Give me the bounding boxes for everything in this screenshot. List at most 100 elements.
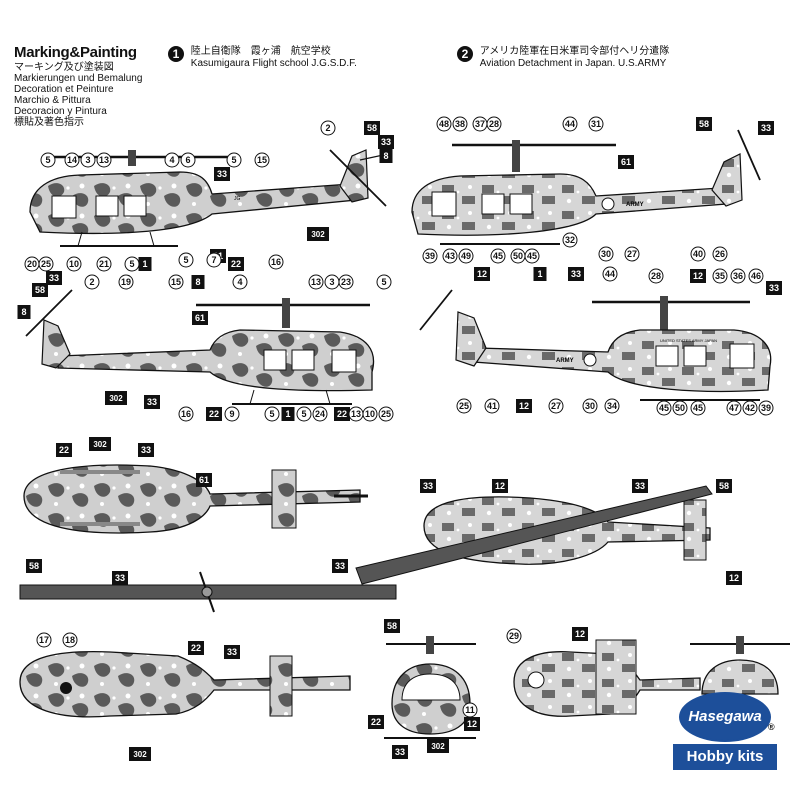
callout-label: 13 (99, 155, 109, 165)
callout-label: 25 (41, 259, 51, 269)
callout-bottom-view-2-1: 12 (572, 627, 588, 641)
subtitle-french: Decoration et Peinture (14, 84, 114, 95)
callout-label: 7 (211, 255, 216, 265)
helicopter-top-view-1 (23, 464, 368, 534)
callout-s1-left-5: 14 (64, 152, 80, 168)
logo-hobby-kits: Hobby kits (673, 744, 777, 770)
callout-label: 5 (231, 155, 236, 165)
callout-label: 58 (367, 123, 377, 133)
callout-s1-left-2: 33 (378, 135, 394, 149)
callout-label: 12 (467, 719, 477, 729)
callout-bottom-view-1-2: 22 (188, 641, 204, 655)
callout-s2-right-11: 41 (484, 398, 500, 414)
callout-front-view-1-4: 12 (464, 717, 480, 731)
callout-label: 17 (39, 635, 49, 645)
callout-top-view-2-0: 33 (420, 479, 436, 493)
callout-s1-left-9: 6 (180, 152, 196, 168)
callout-s2-left-6: 58 (696, 117, 712, 131)
callout-label: 27 (627, 249, 637, 259)
callout-label: 302 (109, 394, 123, 403)
callout-label: 12 (729, 573, 739, 583)
scheme-1-number: 1 (168, 46, 184, 62)
callout-label: 33 (395, 747, 405, 757)
callout-label: 22 (191, 643, 201, 653)
subtitle-chinese: 標貼及著色指示 (14, 117, 84, 128)
callout-label: 11 (465, 705, 475, 715)
callout-label: 22 (371, 717, 381, 727)
decal-army-2: ARMY (556, 358, 574, 364)
helicopter-bottom-view-1 (19, 651, 351, 718)
callout-s2-right-3: 44 (602, 266, 618, 282)
callout-label: 21 (99, 259, 109, 269)
callout-label: 50 (513, 251, 523, 261)
rotor-blade-strip (19, 571, 397, 613)
helicopter-front-view-1 (384, 636, 476, 739)
callout-label: 20 (27, 259, 37, 269)
callout-label: 61 (199, 475, 209, 485)
callout-label: 45 (493, 251, 503, 261)
callout-s1-right-3: 2 (84, 274, 100, 290)
callout-label: 24 (315, 409, 325, 419)
callout-s1-right-17: 9 (224, 406, 240, 422)
callout-s1-right-10: 23 (338, 274, 354, 290)
helicopter-side-view-2-right: ARMY UNITED STATES ARMY JAPAN (419, 289, 772, 401)
callout-label: 12 (477, 269, 487, 279)
callout-label: 33 (141, 445, 151, 455)
logo-brand: Hasegawa (679, 692, 771, 742)
callout-s1-left-12: 33 (214, 167, 230, 181)
callout-top-view-1-2: 33 (138, 443, 154, 457)
callout-s1-left-18: 25 (38, 256, 54, 272)
callout-label: 6 (185, 155, 190, 165)
helicopter-side-view-1-right (25, 289, 375, 405)
callout-label: 32 (565, 235, 575, 245)
callout-label: 13 (311, 277, 321, 287)
helicopter-bottom-view-2 (513, 639, 701, 717)
callout-label: 33 (423, 481, 433, 491)
callout-s2-left-15: 32 (562, 232, 578, 248)
callout-s2-left-1: 38 (452, 116, 468, 132)
callout-label: 5 (45, 155, 50, 165)
callout-label: 36 (733, 271, 743, 281)
callout-s1-right-11: 5 (376, 274, 392, 290)
callout-s1-left-21: 5 (124, 256, 140, 272)
callout-s2-right-12: 12 (516, 399, 532, 413)
callout-front-view-1-0: 22 (368, 715, 384, 729)
callout-s1-left-14: 22 (228, 257, 244, 271)
callout-s1-left-11: 15 (254, 152, 270, 168)
callout-s2-right-20: 42 (742, 400, 758, 416)
callout-s1-right-12: 61 (192, 311, 208, 325)
callout-s1-left-23: 5 (178, 252, 194, 268)
callout-label: 58 (387, 621, 397, 631)
callout-bottom-view-1-1: 18 (62, 632, 78, 648)
callout-label: 15 (171, 277, 181, 287)
callout-label: 18 (65, 635, 75, 645)
callout-s2-right-16: 45 (656, 400, 672, 416)
callout-label: 45 (659, 403, 669, 413)
callout-label: 61 (621, 157, 631, 167)
callout-rotor-blade-2: 33 (332, 559, 348, 573)
callout-s1-right-7: 4 (232, 274, 248, 290)
scheme-2-english: Aviation Detachment in Japan. U.S.ARMY (479, 58, 667, 69)
callout-label: 22 (231, 259, 241, 269)
callout-label: 33 (761, 123, 771, 133)
hasegawa-logo: Hasegawa ® Hobby kits (673, 692, 779, 778)
callout-label: 28 (651, 271, 661, 281)
callout-label: 12 (519, 401, 529, 411)
callout-label: 33 (769, 283, 779, 293)
callout-label: 58 (699, 119, 709, 129)
callout-s1-right-23: 13 (348, 406, 364, 422)
callout-s2-left-4: 44 (562, 116, 578, 132)
callout-label: 43 (445, 251, 455, 261)
callout-s2-left-18: 40 (690, 246, 706, 262)
callout-label: 44 (565, 119, 575, 129)
callout-s1-right-14: 33 (144, 395, 160, 409)
callout-label: 33 (147, 397, 157, 407)
callout-label: 15 (257, 155, 267, 165)
decal-army-1: ARMY (626, 202, 644, 208)
callout-s2-right-17: 50 (672, 400, 688, 416)
callout-label: 47 (729, 403, 739, 413)
callout-front-view-1-3: 11 (462, 702, 478, 718)
callout-label: 37 (475, 119, 485, 129)
callout-s1-left-8: 4 (164, 152, 180, 168)
